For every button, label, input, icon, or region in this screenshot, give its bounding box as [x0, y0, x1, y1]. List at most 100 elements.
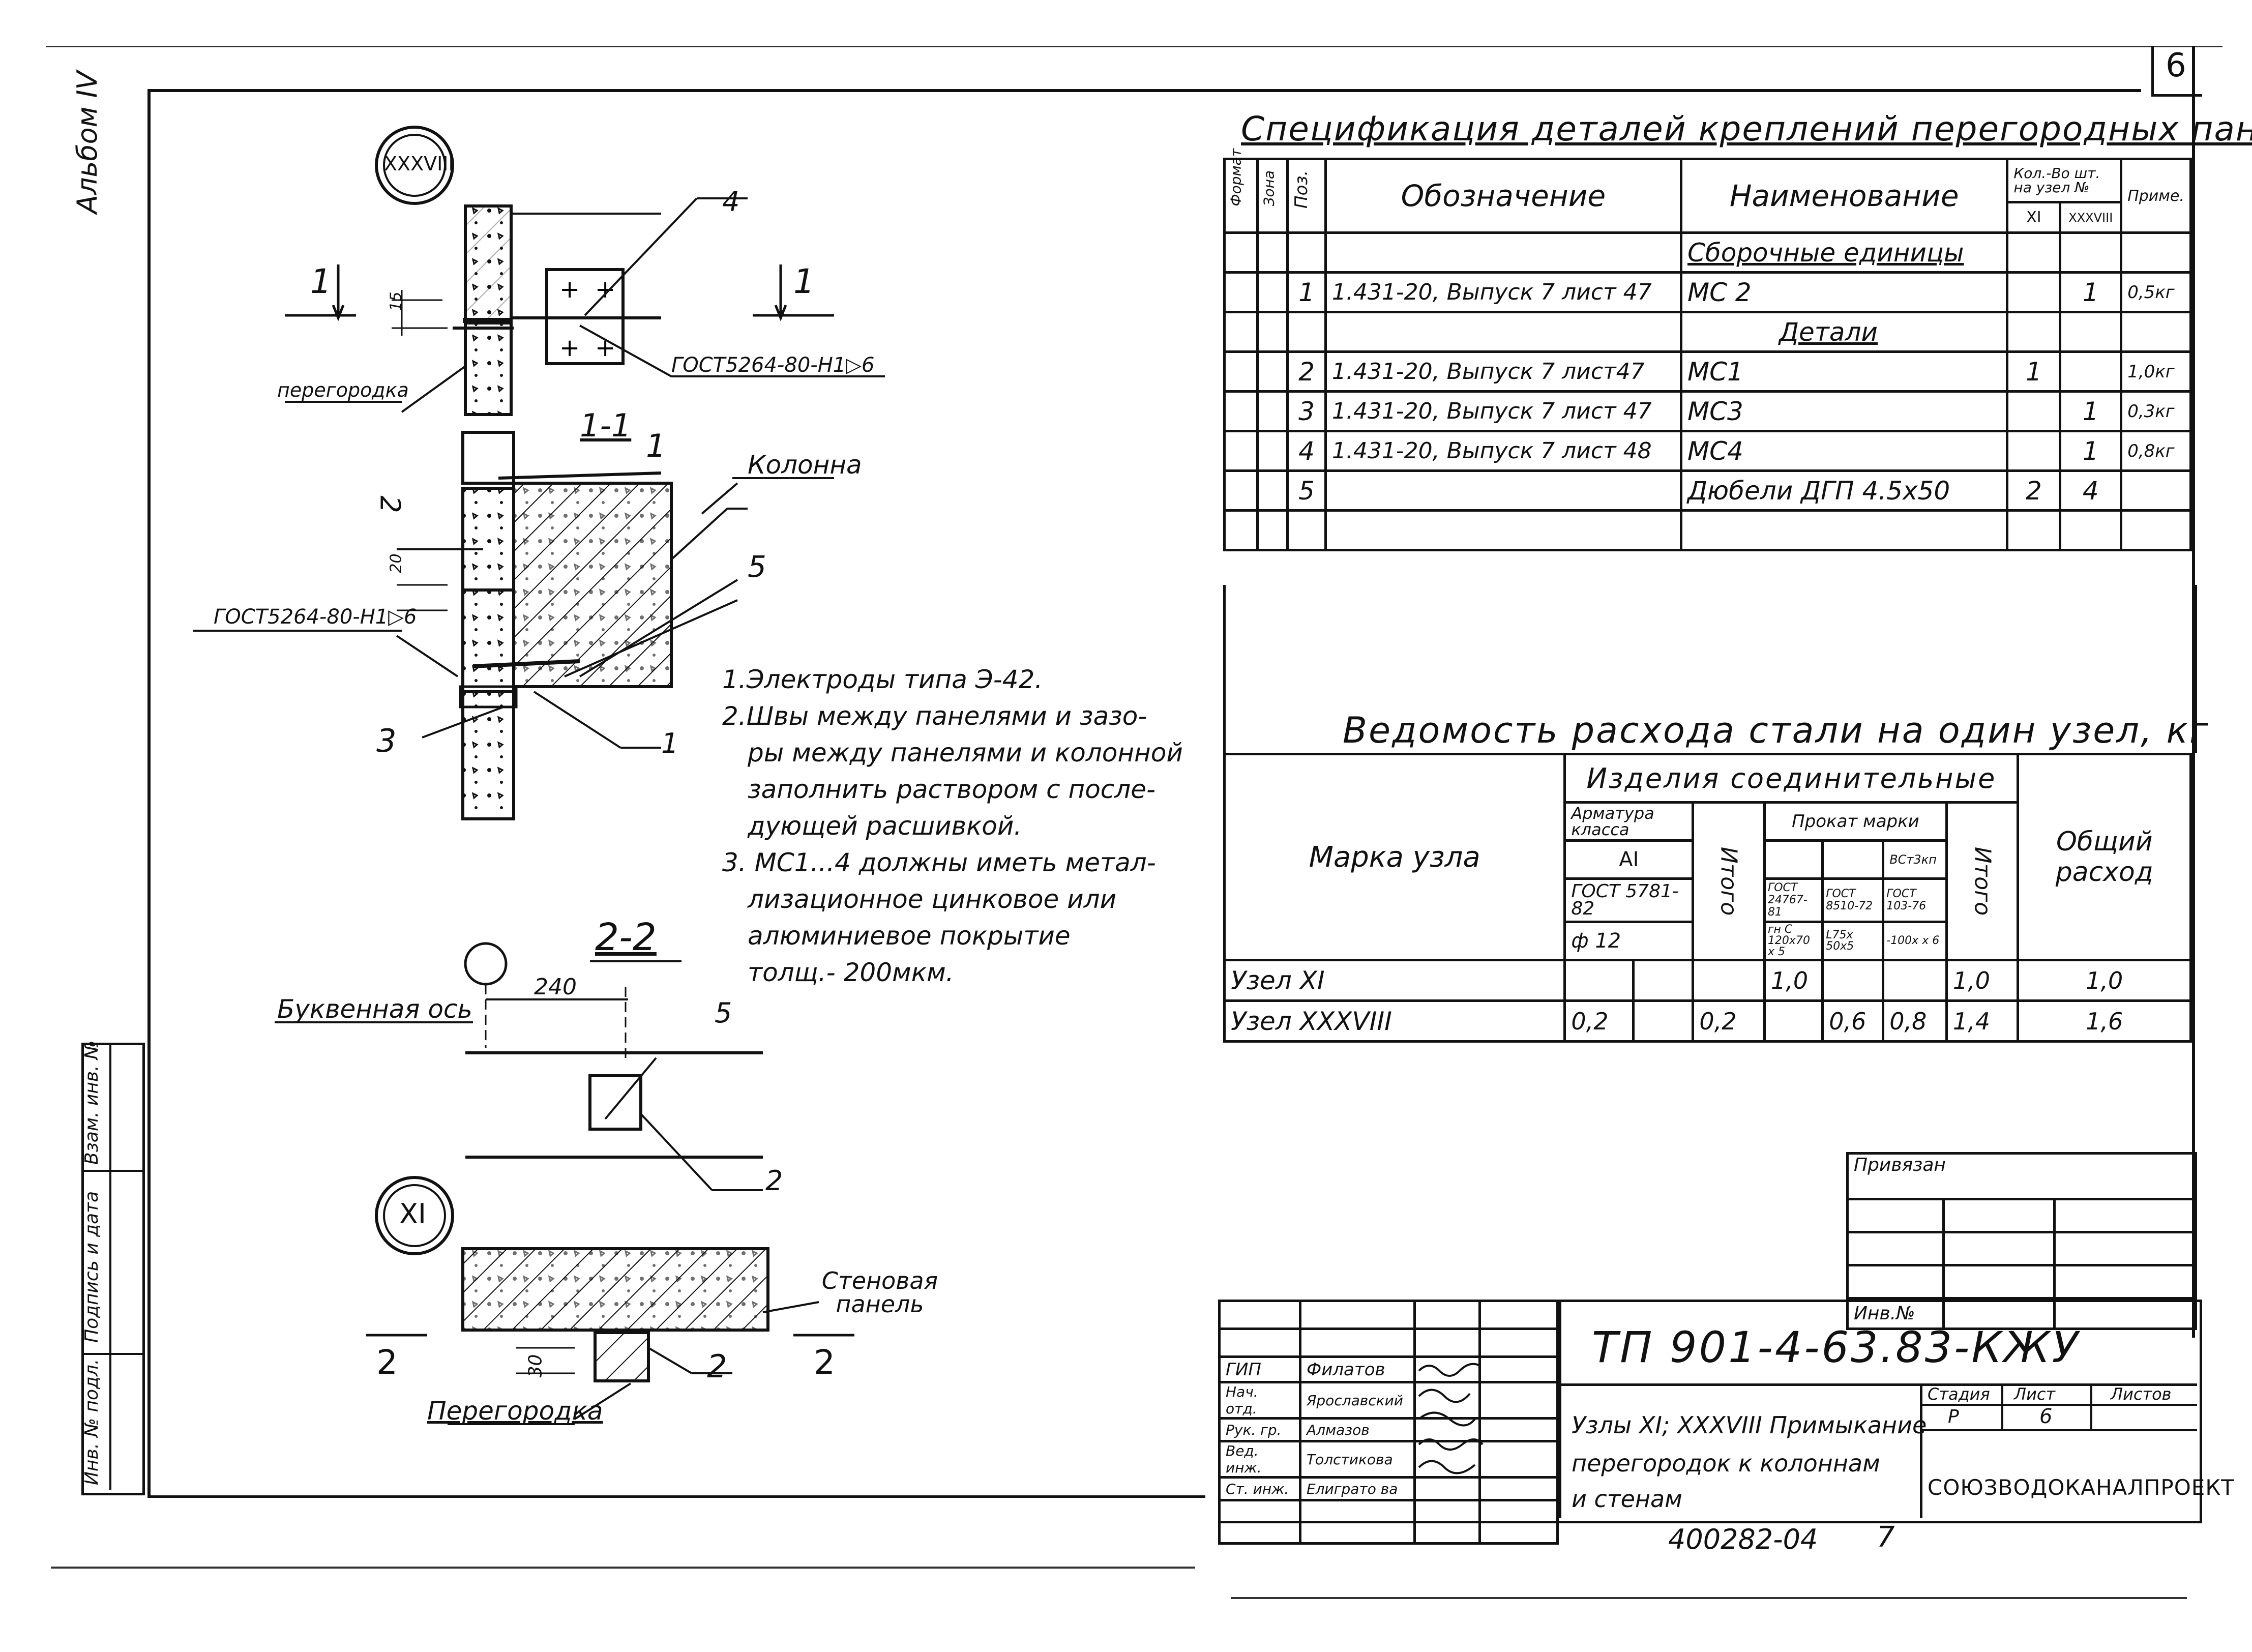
sheet-number-box — [2151, 46, 2202, 97]
col-note: Приме. — [2120, 158, 2192, 234]
people-row: Нач. отд.Ярославский — [1218, 1381, 1559, 1420]
h-section-2: L75х 50х5 — [1821, 921, 1885, 961]
left-stamp — [81, 1043, 145, 1495]
spec-row: Детали — [1223, 311, 2192, 353]
privyazan-block: Привязан Инв.№ — [1846, 1152, 2197, 1330]
note-line: 3. МС1...4 должны иметь метал- — [722, 848, 1156, 877]
sheets-label: Листов — [2111, 1384, 2172, 1404]
cut-1-1-label: 1-1 — [580, 407, 632, 444]
note-line: дующей расшивкой. — [748, 811, 1022, 841]
h-marka: Марка узла — [1223, 753, 1566, 961]
people-row: Вед. инж.Толстикова — [1218, 1440, 1559, 1479]
node-xi-marker — [375, 1176, 454, 1255]
svg-text:+: + — [559, 275, 580, 304]
stage-value: Р — [1948, 1406, 1959, 1427]
note-line: ры между панелями и колонной — [748, 738, 1183, 768]
h-itogo-1: Итого — [1692, 801, 1766, 961]
org-name: СОЮЗВОДОКАНАЛПРОЕКТ — [1928, 1475, 2235, 1500]
sheet-value: 6 — [2039, 1405, 2053, 1428]
node-xi-label: XI — [399, 1198, 426, 1230]
cut-mark-2-right: 2 — [814, 1343, 835, 1382]
pos-4: 4 — [722, 186, 740, 218]
weld-label-2: ГОСТ5264-80-Н1▷6 — [214, 605, 417, 629]
h-gost-3: ГОСТ 103-76 — [1882, 877, 1948, 923]
h-section-3: -100х х 6 — [1882, 921, 1948, 961]
outer-border-top — [46, 46, 2223, 47]
h-gost-1: ГОСТ 24767-81 — [1763, 877, 1824, 923]
bottom-code: 400282-04 — [1668, 1523, 1818, 1555]
spec-row: Сборочные единицы — [1223, 231, 2192, 274]
h-armatura: Арматура класса — [1563, 801, 1695, 842]
bottom-num: 7 — [1877, 1521, 1895, 1554]
privyazan-inv: Инв.№ — [1846, 1297, 1945, 1330]
svg-text:+: + — [595, 334, 615, 362]
title-desc-3: и стенам — [1572, 1485, 1682, 1513]
col-qty-xxxviii: XXXVIII — [2059, 201, 2123, 234]
spec-body-frame — [1223, 585, 2197, 753]
title-desc-1: Узлы XI; XXXVIII Примыкание — [1572, 1411, 1927, 1439]
pos-2-22: 2 — [765, 1165, 783, 1197]
cut-2-2-label: 2-2 — [595, 916, 657, 959]
dim-20: 20 — [387, 553, 405, 573]
weld-label-1: ГОСТ5264-80-Н1▷6 — [671, 353, 875, 377]
col-qty-xi: XI — [2006, 201, 2062, 234]
note-line: заполнить раствором с после- — [748, 775, 1156, 804]
spec-row — [1223, 509, 2192, 551]
frame-bottom — [147, 1495, 1205, 1498]
col-zone: Зона — [1256, 158, 1289, 234]
h-itogo-2: Итого — [1945, 801, 2020, 961]
label-peregorodka: перегородка — [277, 379, 409, 401]
bottom-line-right — [1231, 1597, 2187, 1599]
pos-5-22: 5 — [715, 997, 732, 1029]
bottom-line-left — [51, 1567, 1195, 1569]
pos-3-sec: 3 — [376, 722, 397, 759]
h-arm-gost: ГОСТ 5781-82 — [1563, 877, 1695, 923]
title-desc-2: перегородок к колоннам — [1572, 1450, 1880, 1477]
svg-text:+: + — [595, 275, 615, 304]
pos-1-top: 1 — [646, 427, 666, 464]
pos-1-sec: 1 — [661, 727, 679, 759]
pos-5-sec: 5 — [748, 549, 766, 584]
h-section-1: гн С 120х70 х 5 — [1763, 921, 1824, 961]
svg-text:+: + — [559, 334, 580, 362]
note-line: алюминиевое покрытие — [748, 921, 1071, 951]
cut-mark-2-left: 2 — [376, 1343, 398, 1382]
dim-30: 30 — [525, 1354, 546, 1378]
privyazan-label: Привязан — [1846, 1152, 2197, 1200]
people-row: Ст. инж.Елиграто ва — [1218, 1476, 1559, 1501]
pos-2-xi: 2 — [707, 1348, 727, 1385]
col-qty-group: Кол.-Во шт. на узел № — [2006, 158, 2123, 203]
pos-2-sec: 2 — [374, 495, 406, 513]
steel-row: Узел XXXVIII 0,2 0,2 0,6 0,8 1,4 1,6 — [1223, 999, 2192, 1043]
note-line: толщ.- 200мкм. — [748, 958, 954, 987]
note-line: 1.Электроды типа Э-42. — [722, 665, 1043, 694]
signatures — [1418, 1363, 1484, 1474]
sheet-number: 6 — [2166, 47, 2186, 84]
dim-15: 15 — [387, 291, 405, 311]
note-line: 2.Швы между панелями и зазо- — [722, 701, 1147, 731]
node-xxxviii-label: XXXVIII — [384, 153, 454, 175]
spec-title: Спецификация деталей креплений перегород… — [1241, 109, 2252, 149]
col-designation: Обозначение — [1324, 158, 1682, 234]
frame-right — [2192, 46, 2195, 1338]
label-kolonna: Колонна — [748, 450, 862, 480]
steel-title: Ведомость расхода стали на один узел, кг — [1343, 710, 2210, 751]
spec-table: Формат Зона Поз. Обозначение Наименовани… — [1223, 148, 2192, 551]
stage-label: Стадия — [1928, 1384, 1990, 1404]
people-row: Рук. гр.Алмазов — [1218, 1417, 1559, 1442]
frame-left — [147, 89, 151, 1498]
h-vst: ВСт3кп — [1882, 839, 1948, 880]
h-arm-class: АI — [1563, 839, 1695, 880]
h-prokat: Прокат марки — [1763, 801, 1948, 842]
col-name: Наименование — [1679, 158, 2009, 234]
node-xxxviii-marker — [375, 126, 454, 205]
col-pos: Поз. — [1286, 158, 1327, 234]
frame-top — [147, 89, 2141, 92]
h-total: Общий расход — [2017, 753, 2192, 961]
col-format: Формат — [1223, 148, 1259, 234]
